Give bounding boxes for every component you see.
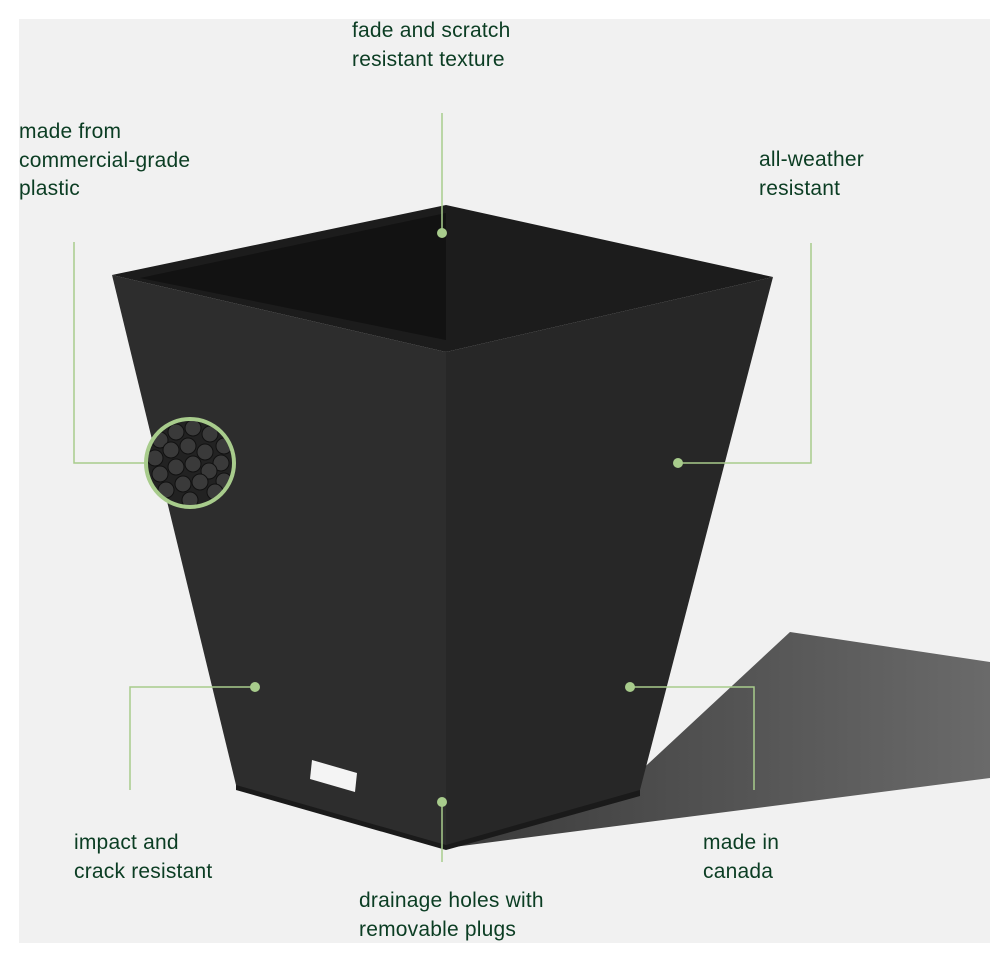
callout-weather: all-weather resistant	[759, 146, 864, 203]
callout-line: made in	[703, 831, 780, 854]
callout-line: impact and	[74, 831, 179, 854]
callout-line: canada	[703, 859, 774, 883]
callout-line: commercial-grade	[19, 148, 191, 172]
callout-line: all-weather	[759, 148, 864, 171]
callout-line: crack resistant	[74, 859, 213, 883]
callout-dot-weather	[673, 458, 683, 468]
callout-impact: impact and crack resistant	[74, 829, 212, 886]
planter-right-face	[446, 277, 773, 845]
callout-dot-impact	[250, 682, 260, 692]
callout-dot-top	[437, 228, 447, 238]
texture-magnifier	[144, 417, 236, 509]
callout-line: drainage holes with	[359, 889, 544, 912]
callout-drainage: drainage holes with removable plugs	[359, 887, 544, 944]
callout-origin: made in canada	[703, 829, 779, 886]
callout-lines	[73, 113, 812, 862]
callout-line: resistant texture	[352, 47, 505, 71]
callout-line: fade and scratch	[352, 19, 511, 42]
callout-dot-drainage	[437, 797, 447, 807]
callout-line: resistant	[759, 176, 841, 200]
callout-dot-origin	[625, 682, 635, 692]
planter-left-face	[112, 275, 446, 845]
planter-shadow	[446, 632, 990, 848]
planter-interior-shade	[140, 213, 446, 340]
brand-label	[310, 760, 357, 792]
callout-top-texture: fade and scratch resistant texture	[352, 17, 510, 74]
callout-material: made from commercial-grade plastic	[19, 118, 190, 204]
callout-line: plastic	[19, 177, 80, 200]
planter-base	[236, 780, 640, 850]
callout-line: removable plugs	[359, 917, 517, 941]
callout-line: made from	[19, 120, 122, 143]
